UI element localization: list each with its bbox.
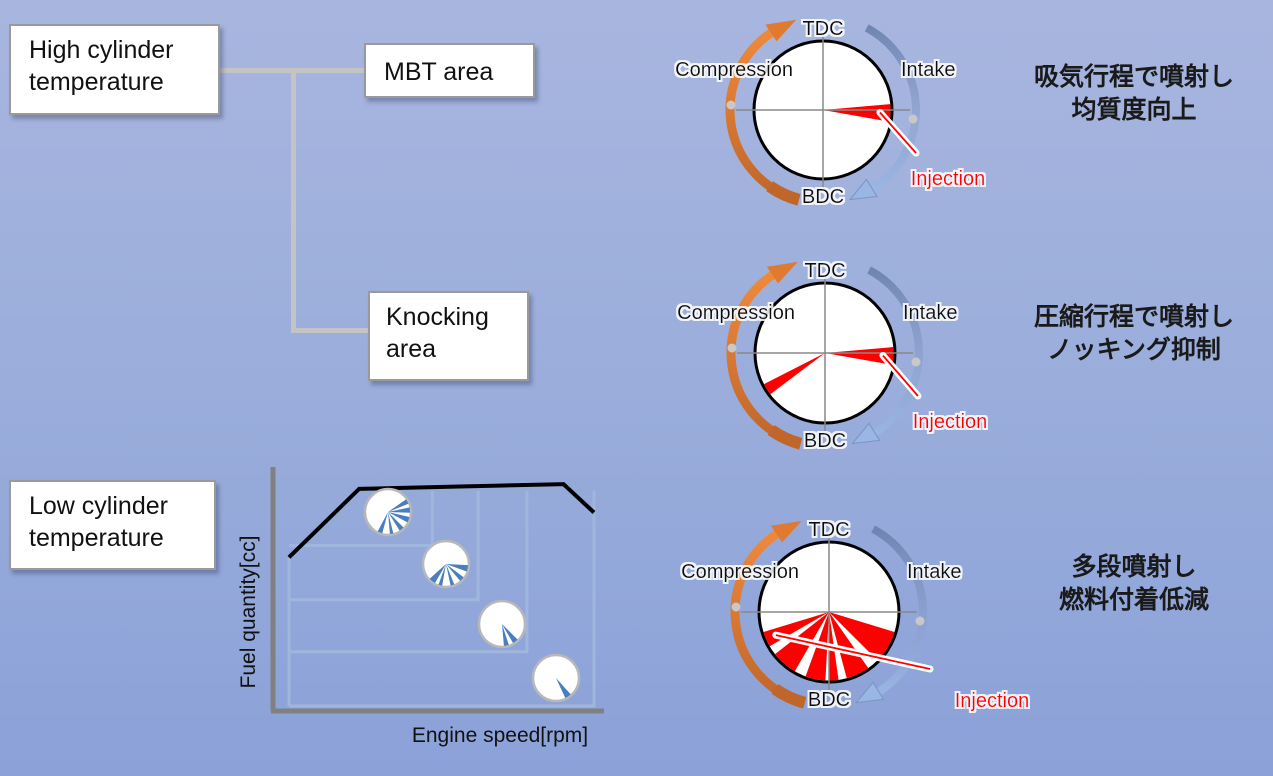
chart-mini-diagrams	[363, 487, 581, 703]
mini-injection-sector	[388, 507, 410, 513]
compression-dot	[726, 100, 736, 110]
x-axis-label: Engine speed[rpm]	[412, 724, 588, 747]
compression-dot	[727, 343, 737, 353]
injection-label: Injection	[913, 411, 988, 433]
injection-pointer	[775, 634, 931, 670]
intake-label: Intake	[901, 59, 955, 81]
injection-pointer	[882, 354, 919, 397]
bdc-label: BDC	[802, 186, 844, 208]
intake-arc	[864, 24, 920, 193]
connector-knock-horizontal	[291, 328, 371, 333]
tdc-label: TDC	[804, 260, 845, 282]
injection-sector	[763, 353, 825, 395]
intake-arc	[867, 266, 923, 437]
mini-injection-sector	[377, 512, 388, 534]
injection-label: Injection	[955, 690, 1030, 712]
intake-arrowhead	[851, 422, 881, 445]
region-boundary	[289, 490, 529, 654]
compression-arrowhead	[765, 19, 797, 42]
high-temp-line1: High cylinder	[29, 36, 174, 64]
mini-injection-sector	[446, 564, 455, 586]
mini-injection-sector	[388, 499, 409, 512]
mbt-area-label: MBT area	[384, 58, 494, 86]
description-mbt-line1: 吸気行程で噴射し	[1033, 62, 1234, 91]
compression-arc-tail	[771, 683, 807, 709]
intake-label: Intake	[903, 302, 957, 324]
description-mbt-line2: 均質度向上	[1071, 95, 1197, 124]
intake-arc	[871, 525, 927, 696]
mini-injection-sector	[388, 512, 404, 531]
knocking-area-box: Knocking area	[368, 291, 529, 381]
injection-sector	[823, 104, 891, 122]
intake-dot	[911, 357, 921, 367]
knocking-line1: Knocking	[386, 303, 489, 331]
compression-dot	[731, 602, 741, 612]
injection-label: Injection	[911, 168, 986, 190]
intake-label: Intake	[907, 561, 961, 583]
tdc-label: TDC	[808, 519, 849, 541]
mbt-area-box: MBT area	[364, 43, 535, 98]
knocking-line2: area	[386, 335, 437, 363]
mini-injection-sector	[388, 512, 410, 523]
intake-dot	[915, 616, 925, 626]
description-multi-stage: 多段噴射し 燃料付着低減	[999, 550, 1269, 616]
y-axis-label: Fuel quantity[cc]	[237, 536, 260, 689]
mini-injection-sector	[446, 564, 464, 581]
mini-injection-sector	[438, 564, 446, 586]
description-knocking: 圧縮行程で噴射し ノッキング抑制	[999, 300, 1269, 366]
mini-injection-sector	[502, 624, 518, 644]
compression-arrowhead	[770, 520, 802, 543]
mini-injection-sector	[446, 564, 468, 572]
connector-vertical	[291, 68, 296, 333]
compression-arc-tail	[767, 424, 803, 450]
injection-sector	[825, 347, 894, 365]
description-knocking-line1: 圧縮行程で噴射し	[1033, 302, 1234, 331]
description-multi-line1: 多段噴射し	[1071, 552, 1197, 581]
mini-injection-sector	[388, 512, 394, 534]
mini-injection-sector	[429, 564, 446, 584]
low-temp-line1: Low cylinder	[29, 492, 168, 520]
mini-injection-sector	[556, 678, 571, 698]
region-boundary	[289, 490, 480, 602]
injection-pointer	[879, 111, 917, 154]
description-multi-line2: 燃料付着低減	[1058, 585, 1209, 614]
bdc-label: BDC	[808, 689, 850, 711]
compression-arc-tail	[766, 181, 801, 206]
high-temp-line2: temperature	[29, 68, 164, 96]
intake-arrowhead	[855, 681, 885, 704]
description-knocking-line2: ノッキング抑制	[1047, 335, 1221, 364]
bdc-label: BDC	[804, 430, 846, 452]
compression-arrowhead	[766, 261, 798, 284]
compression-label: Compression	[681, 561, 799, 583]
description-mbt: 吸気行程で噴射し 均質度向上	[999, 60, 1269, 126]
envelope-line	[287, 482, 596, 559]
compression-label: Compression	[677, 302, 795, 324]
intake-dot	[908, 114, 918, 124]
low-temp-box: Low cylinder temperature	[9, 480, 216, 570]
intake-arrowhead	[848, 178, 878, 201]
injection-sector	[829, 612, 869, 679]
mini-injection-sector	[502, 624, 509, 646]
tdc-label: TDC	[802, 18, 843, 40]
compression-label: Compression	[675, 59, 793, 81]
injection-sector	[829, 612, 895, 661]
high-temp-box: High cylinder temperature	[9, 24, 220, 115]
low-temp-line2: temperature	[29, 524, 164, 552]
